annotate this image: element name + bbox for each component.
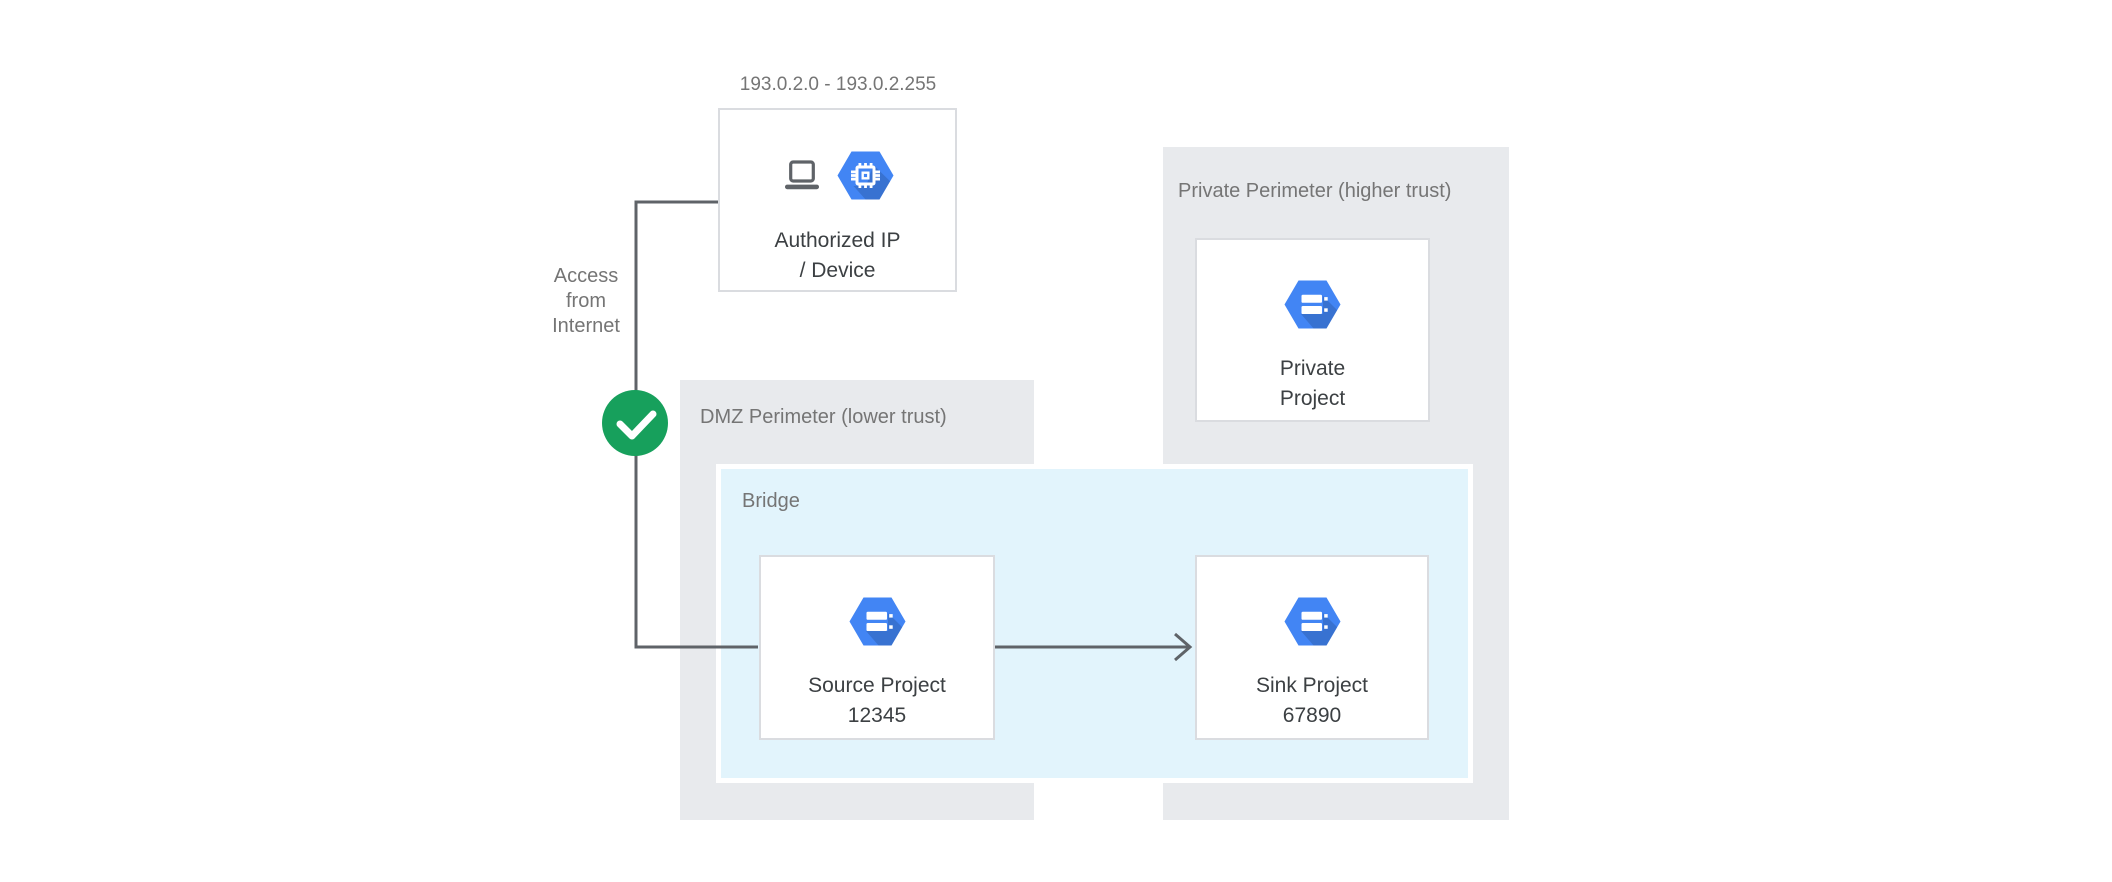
private-node-title-line2: Project — [1279, 387, 1346, 410]
authorized-node-title-line1: Authorized IP — [774, 229, 901, 252]
private-perimeter-label: Private Perimeter (higher trust) — [1178, 180, 1452, 202]
project-hexagon-icon — [849, 597, 905, 646]
authorized-ip-device-node: Authorized IP / Device — [718, 108, 957, 292]
access-note-line: Access — [553, 265, 619, 287]
private-project-node: Private Project — [1195, 238, 1430, 422]
project-bars-glyph — [866, 611, 893, 631]
check-circle-icon — [602, 390, 668, 456]
authorized-node-icons — [782, 151, 894, 200]
bridge-label: Bridge — [742, 490, 800, 512]
authorized-node-title-line2: / Device — [799, 259, 876, 282]
access-note-line: Internet — [552, 315, 620, 337]
access-from-internet-label: Access from Internet — [526, 264, 646, 339]
source-node-title-line1: Source Project — [808, 674, 946, 697]
authorized-node-title: Authorized IP / Device — [774, 226, 900, 286]
project-bars-glyph — [1301, 294, 1328, 314]
sink-project-node: Sink Project 67890 — [1195, 555, 1429, 740]
dmz-perimeter-label: DMZ Perimeter (lower trust) — [700, 406, 947, 428]
laptop-icon — [784, 159, 819, 189]
ip-range-label: 193.0.2.0 - 193.0.2.255 — [739, 74, 937, 95]
sink-node-title-line2: 67890 — [1282, 704, 1342, 727]
access-note-line: from — [566, 290, 606, 312]
project-hexagon-icon — [1284, 597, 1340, 646]
project-hexagon-icon — [1284, 280, 1341, 329]
private-node-title: Private Project — [1280, 354, 1345, 414]
compute-engine-hexagon-icon — [837, 151, 893, 200]
sink-node-title-line1: Sink Project — [1255, 674, 1369, 697]
source-node-title-line2: 12345 — [847, 704, 907, 727]
source-project-node: Source Project 12345 — [759, 555, 995, 740]
sink-node-title: Sink Project 67890 — [1256, 671, 1368, 731]
source-node-title: Source Project 12345 — [808, 671, 946, 731]
private-node-title-line1: Private — [1279, 357, 1346, 380]
project-bars-glyph — [1301, 611, 1328, 631]
